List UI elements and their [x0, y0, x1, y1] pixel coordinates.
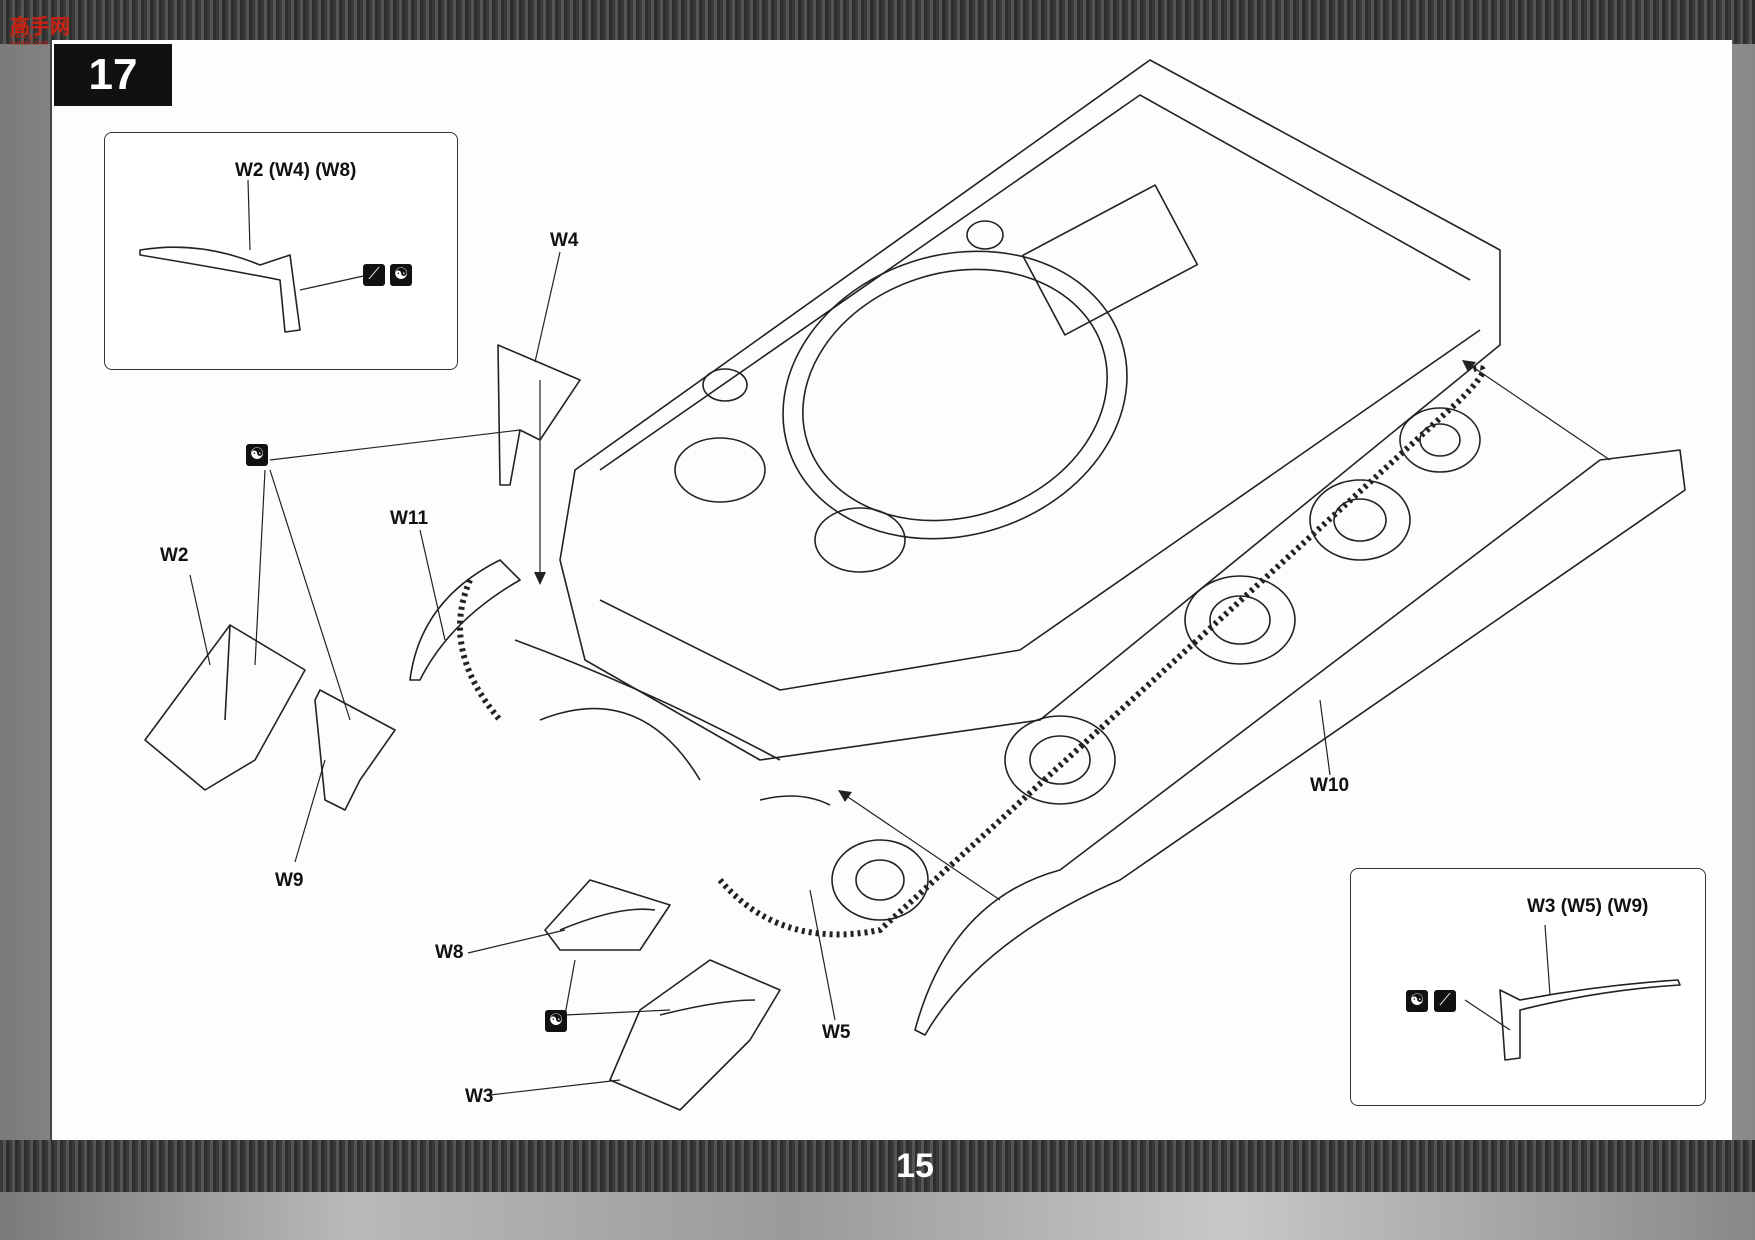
leader-w10: [1319, 699, 1331, 776]
track-right: [717, 365, 1486, 938]
glacis-plate: [514, 639, 781, 761]
flip-icon: ☯: [390, 264, 412, 286]
vent: [966, 220, 1004, 250]
leader-sym-mid-2: [564, 1009, 671, 1016]
hull-side-line: [599, 329, 1481, 691]
cupola: [702, 368, 748, 402]
page-number: 15: [896, 1146, 934, 1185]
label-w3: W3: [465, 1086, 494, 1107]
watermark-logo: 高手网 www.gs-model.com: [4, 4, 74, 47]
part-w4: [497, 344, 581, 486]
turret-ring: [782, 250, 1128, 540]
road-wheels: [831, 407, 1481, 921]
flip-icon: ☯: [1406, 990, 1428, 1012]
top-border-band: [0, 0, 1755, 44]
arrowhead-w10: [1462, 360, 1476, 372]
bend-icon: ⟋: [363, 264, 385, 286]
turret-ring-inner: [802, 268, 1108, 522]
leader-w3: [489, 1079, 621, 1096]
leader-w2: [189, 574, 211, 666]
fender-w10: [914, 449, 1686, 1036]
step-number: 17: [88, 50, 138, 99]
bend-icon: ⟋: [1434, 990, 1456, 1012]
page-number-bar: 15: [0, 1140, 1755, 1192]
bottom-border-band: [0, 1140, 1755, 1192]
label-w2: W2: [160, 545, 189, 566]
logo-text: 高手网: [10, 16, 70, 38]
hull-deck-line: [599, 94, 1471, 471]
leader-w8: [467, 929, 566, 954]
leader-w5-arrow: [844, 794, 1001, 901]
hatch-1: [674, 437, 766, 503]
part-w3: [609, 959, 781, 1111]
inset-left-label: W2 (W4) (W8): [235, 160, 357, 181]
leader-sym-left: [269, 429, 521, 461]
detail-inset-left: [104, 132, 458, 370]
leader-w9: [294, 759, 326, 863]
part-w8: [544, 879, 671, 951]
label-w9: W9: [275, 870, 304, 891]
glacis-curve: [539, 707, 701, 781]
leader-w10-arrow: [1469, 364, 1611, 461]
part-w2: [144, 624, 306, 791]
leader-sym-left-3: [269, 469, 351, 721]
hull-outline: [559, 59, 1501, 761]
part-w9: [314, 689, 396, 811]
leader-w11: [419, 529, 446, 641]
fender-w11: [409, 559, 521, 681]
leader-sym-left-2: [254, 469, 266, 666]
label-w10: W10: [1310, 775, 1350, 796]
logo-url-text: www.gs-model.com: [10, 33, 49, 47]
flip-icon: ☯: [246, 444, 268, 466]
flip-icon: ☯: [545, 1010, 567, 1032]
leader-sym-mid: [564, 959, 576, 1016]
inset-right-label: W3 (W5) (W9): [1527, 896, 1649, 917]
leader-inset-left-sym: [299, 274, 369, 291]
label-w8: W8: [435, 942, 464, 963]
inset-right-part: [1499, 979, 1681, 1061]
inset-left-part: [139, 246, 301, 333]
step-number-badge: 17: [54, 44, 172, 106]
leader-w5: [809, 889, 836, 1021]
leader-w4: [534, 251, 561, 363]
label-w5: W5: [822, 1022, 851, 1043]
leader-inset-right-sym: [1464, 999, 1511, 1031]
hatch-2: [814, 507, 906, 573]
track-front-left: [457, 578, 503, 722]
label-w11: W11: [390, 508, 429, 529]
arrowhead-w4: [534, 572, 546, 585]
leader-inset-right: [1544, 924, 1551, 996]
label-w4: W4: [550, 230, 579, 251]
fender-w5: [759, 795, 831, 806]
engine-grille: [1021, 184, 1199, 336]
arrowhead-w5: [838, 790, 852, 802]
leader-inset-left: [247, 179, 251, 251]
